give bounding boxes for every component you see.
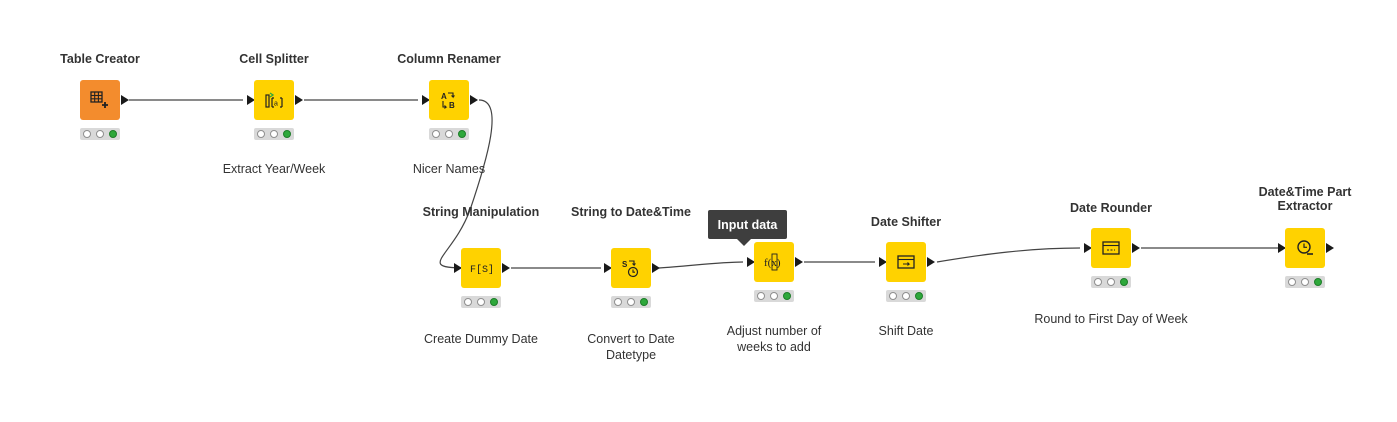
node-title: Date&Time Part Extractor <box>1258 185 1352 213</box>
node-status-indicator <box>1091 276 1131 288</box>
string-to-datetime-node-box[interactable]: S <box>611 248 651 288</box>
output-port[interactable] <box>1132 243 1140 253</box>
status-dot <box>614 298 623 306</box>
input-port[interactable] <box>747 257 755 267</box>
node-annotation: Create Dummy Date <box>424 332 538 346</box>
node-title: String Manipulation <box>422 205 540 219</box>
string-manipulation-node-box[interactable]: F[S] <box>461 248 501 288</box>
output-port[interactable] <box>121 95 129 105</box>
clock-extract-icon <box>1297 240 1313 255</box>
status-dot <box>457 130 466 138</box>
status-dot <box>1094 278 1103 286</box>
status-dot <box>914 292 923 300</box>
status-dot <box>626 298 635 306</box>
node-title: Table Creator <box>60 52 140 66</box>
input-port[interactable] <box>1278 243 1286 253</box>
status-dot <box>1119 278 1128 286</box>
formula-icon: f(x) <box>764 253 781 271</box>
node-status-indicator <box>886 290 926 302</box>
output-port[interactable] <box>1326 243 1334 253</box>
node-annotation: Nicer Names <box>412 162 486 176</box>
node-annotation: Adjust number of weeks to add <box>726 324 822 354</box>
svg-text:F[S]: F[S] <box>470 264 493 276</box>
calendar-round-icon <box>1102 241 1120 255</box>
status-dot <box>282 130 291 138</box>
status-dot <box>476 298 485 306</box>
node-annotation: Extract Year/Week <box>222 162 326 176</box>
status-dot <box>432 130 441 138</box>
date-shifter-node-box[interactable] <box>886 242 926 282</box>
string-function-icon: F[S] <box>470 264 493 276</box>
output-port[interactable] <box>795 257 803 267</box>
status-dot <box>1313 278 1322 286</box>
node-status-indicator <box>461 296 501 308</box>
connection-column-renamer-string-manipulation <box>439 99 493 269</box>
status-dot <box>639 298 648 306</box>
tooltip-pointer <box>737 239 751 246</box>
node-title: Cell Splitter <box>239 52 309 66</box>
status-dot <box>757 292 766 300</box>
status-dot <box>1300 278 1309 286</box>
node-annotation: Shift Date <box>878 324 934 338</box>
node-status-indicator <box>254 128 294 140</box>
node-title: Column Renamer <box>397 52 501 66</box>
svg-text:S: S <box>622 260 628 269</box>
status-dot <box>489 298 498 306</box>
input-port[interactable] <box>247 95 255 105</box>
cell-splitter-node-box[interactable]: a <box>254 80 294 120</box>
table-plus-icon <box>90 91 108 108</box>
status-dot <box>95 130 104 138</box>
connection-date-shifter-date-rounder <box>936 247 1081 263</box>
node-status-indicator <box>611 296 651 308</box>
input-port[interactable] <box>879 257 887 267</box>
status-dot <box>269 130 278 138</box>
column-renamer-node-box[interactable]: A B <box>429 80 469 120</box>
status-dot <box>901 292 910 300</box>
svg-text:a: a <box>274 101 278 108</box>
cell-splitter-icon: a <box>265 92 283 108</box>
status-dot <box>257 130 266 138</box>
output-port[interactable] <box>502 263 510 273</box>
status-dot <box>769 292 778 300</box>
output-port[interactable] <box>927 257 935 267</box>
status-dot <box>108 130 117 138</box>
node-title: Date Rounder <box>1070 201 1152 215</box>
string-to-clock-icon: S <box>622 260 639 278</box>
node-annotation: Round to First Day of Week <box>1034 312 1188 326</box>
output-port[interactable] <box>295 95 303 105</box>
calendar-shift-icon <box>897 255 915 269</box>
node-status-indicator <box>1285 276 1325 288</box>
date-formula-node-box[interactable]: f(x) <box>754 242 794 282</box>
connection-string-to-datetime-date-formula <box>658 261 744 269</box>
input-port[interactable] <box>454 263 462 273</box>
port-tooltip: Input data <box>708 210 787 239</box>
output-port[interactable] <box>470 95 478 105</box>
svg-text:B: B <box>449 101 455 110</box>
date-rounder-node-box[interactable] <box>1091 228 1131 268</box>
datetime-part-extractor-node-box[interactable] <box>1285 228 1325 268</box>
input-port[interactable] <box>1084 243 1092 253</box>
status-dot <box>83 130 92 138</box>
status-dot <box>444 130 453 138</box>
node-title: String to Date&Time <box>571 205 691 219</box>
node-status-indicator <box>80 128 120 140</box>
node-title: Date Shifter <box>870 215 942 229</box>
node-status-indicator <box>754 290 794 302</box>
status-dot <box>1288 278 1297 286</box>
status-dot <box>464 298 473 306</box>
status-dot <box>889 292 898 300</box>
node-annotation: Convert to Date Datetype <box>587 332 675 362</box>
input-port[interactable] <box>422 95 430 105</box>
svg-text:A: A <box>441 92 447 101</box>
rename-ab-icon: A B <box>441 92 455 110</box>
table-creator-node-box[interactable] <box>80 80 120 120</box>
status-dot <box>1106 278 1115 286</box>
output-port[interactable] <box>652 263 660 273</box>
status-dot <box>782 292 791 300</box>
node-status-indicator <box>429 128 469 140</box>
input-port[interactable] <box>604 263 612 273</box>
